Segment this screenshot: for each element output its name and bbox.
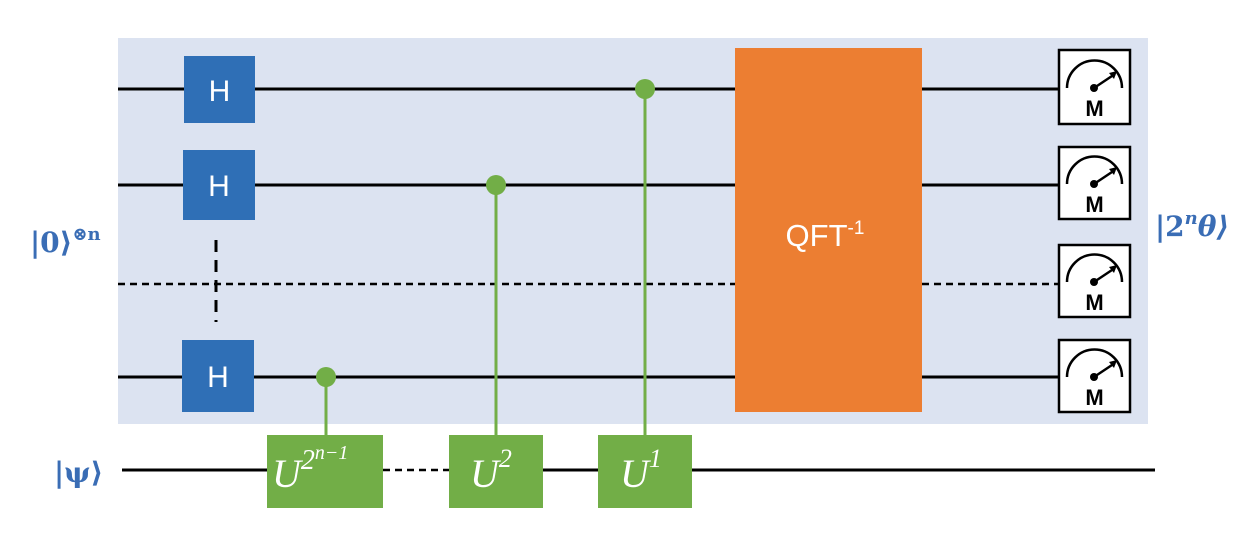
u-power-base: 2 [301, 445, 315, 476]
u-base: U [470, 451, 502, 496]
hadamard-label: H [207, 361, 229, 394]
hadamard-label: H [209, 75, 231, 108]
measurement-3: M [1057, 243, 1132, 319]
meter-icon [1065, 155, 1124, 185]
eigenstate-label: |ψ⟩ [54, 456, 103, 489]
u-base: U [620, 451, 652, 496]
hadamard-gate-1: H [184, 56, 255, 123]
svg-text:QFT-1: QFT-1 [786, 218, 865, 253]
register-background [118, 38, 1148, 424]
meter-icon [1065, 59, 1124, 89]
hadamard-label: H [208, 170, 230, 203]
qft-superscript: -1 [848, 218, 865, 239]
output-label: |2nθ⟩ [1155, 208, 1229, 243]
qft-label: QFT [786, 218, 848, 253]
control-dot [486, 175, 506, 195]
measure-label: M [1085, 192, 1103, 217]
inverse-qft-gate: QFT-1 [735, 48, 922, 412]
measurement-1: M [1057, 48, 1132, 126]
u-power-exp: n−1 [315, 442, 349, 464]
controlled-u-gate-1: U2n−1 [267, 435, 383, 508]
meter-icon [1065, 348, 1124, 378]
measure-label: M [1085, 385, 1103, 410]
hadamard-gate-n: H [182, 340, 254, 412]
controlled-u-gate-3: U1 [598, 435, 692, 508]
controlled-u-gate-2: U2 [449, 435, 543, 508]
measure-label: M [1085, 290, 1103, 315]
control-dot [635, 79, 655, 99]
meter-icon [1065, 253, 1124, 283]
measurement-4: M [1057, 338, 1132, 414]
measurement-2: M [1057, 145, 1132, 221]
hadamard-gate-2: H [183, 150, 255, 220]
measure-label: M [1085, 96, 1103, 121]
control-dot [316, 367, 336, 387]
svg-text:U2: U2 [470, 444, 512, 496]
u-power: 2 [499, 444, 512, 473]
svg-text:U2n−1: U2n−1 [272, 442, 348, 496]
u-power: 1 [649, 444, 662, 473]
u-base: U [272, 451, 304, 496]
input-register-label: |0⟩⊗n [30, 224, 101, 259]
svg-text:U1: U1 [620, 444, 662, 496]
